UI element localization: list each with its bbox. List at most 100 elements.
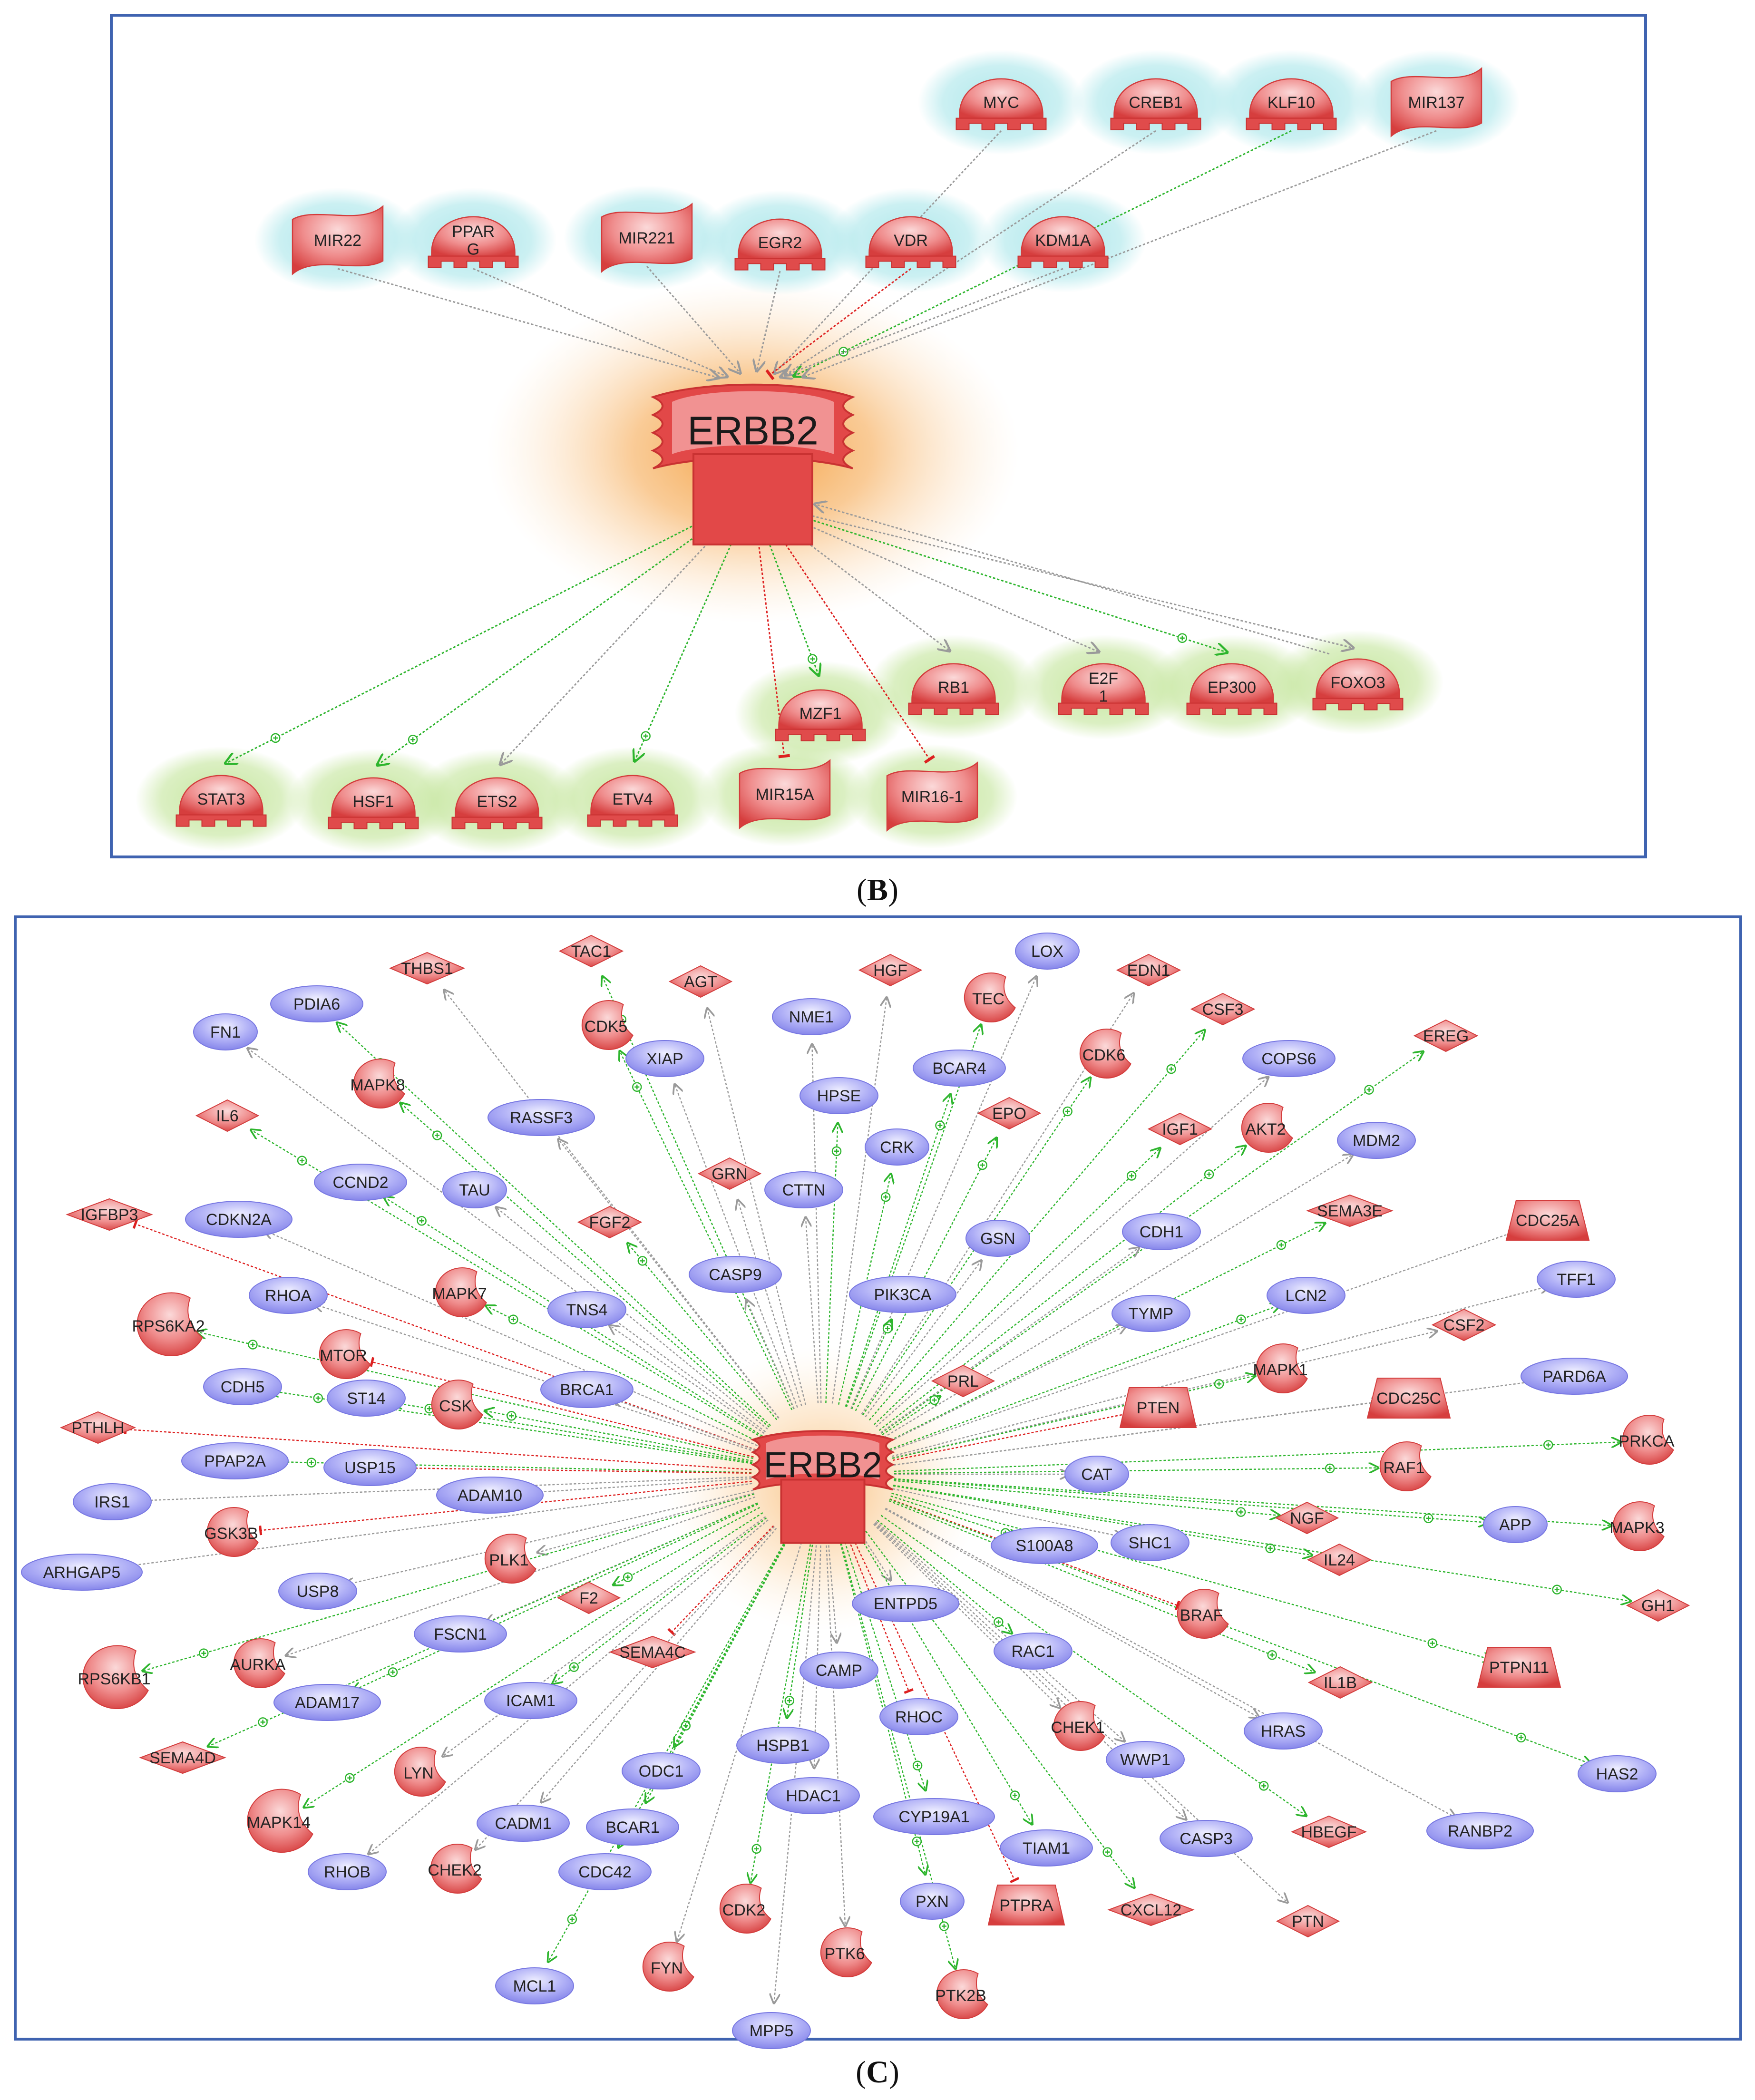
- node-app[interactable]: APP: [1483, 1506, 1548, 1543]
- node-ereg[interactable]: EREG: [1413, 1019, 1479, 1052]
- node-pdia6[interactable]: PDIA6: [270, 985, 363, 1022]
- node-prkca[interactable]: PRKCA: [1618, 1415, 1675, 1465]
- node-mzf1[interactable]: MZF1: [775, 689, 866, 741]
- node-adam17[interactable]: ADAM17: [273, 1684, 381, 1721]
- node-chek1[interactable]: CHEK1: [1051, 1701, 1105, 1751]
- node-arhgap5[interactable]: ARHGAP5: [21, 1554, 143, 1591]
- node-cadm1[interactable]: CADM1: [477, 1805, 570, 1842]
- node-lyn[interactable]: LYN: [394, 1747, 446, 1797]
- node-ccnd2[interactable]: CCND2: [314, 1164, 407, 1201]
- node-usp15[interactable]: USP15: [323, 1449, 417, 1486]
- node-tymp[interactable]: TYMP: [1112, 1295, 1190, 1332]
- node-ep300[interactable]: EP300: [1186, 663, 1277, 715]
- node-cat[interactable]: CAT: [1064, 1456, 1129, 1493]
- node-s100a8[interactable]: S100A8: [991, 1527, 1098, 1564]
- node-mir221[interactable]: MIR221: [601, 202, 693, 273]
- node-myc[interactable]: MYC: [956, 78, 1047, 130]
- node-igf1[interactable]: IGF1: [1147, 1112, 1213, 1146]
- node-brca1[interactable]: BRCA1: [540, 1371, 634, 1408]
- node-gsk3b[interactable]: GSK3B: [204, 1507, 259, 1557]
- node-tec[interactable]: TEC: [964, 972, 1016, 1022]
- node-casp3[interactable]: CASP3: [1160, 1820, 1253, 1857]
- node-kdm1a[interactable]: KDM1A: [1017, 216, 1109, 268]
- node-fscn1[interactable]: FSCN1: [414, 1615, 507, 1653]
- node-gh1[interactable]: GH1: [1626, 1589, 1690, 1622]
- node-hpse[interactable]: HPSE: [800, 1077, 878, 1114]
- node-adam10[interactable]: ADAM10: [436, 1477, 544, 1514]
- node-aurka[interactable]: AURKA: [230, 1638, 286, 1688]
- node-grn[interactable]: GRN: [697, 1157, 762, 1190]
- node-klf10[interactable]: KLF10: [1246, 78, 1337, 130]
- node-icam1[interactable]: ICAM1: [484, 1682, 577, 1719]
- node-ptpn11[interactable]: PTPN11: [1477, 1647, 1561, 1688]
- node-rhob[interactable]: RHOB: [308, 1853, 387, 1890]
- node-sema3e[interactable]: SEMA3E: [1306, 1194, 1394, 1227]
- node-fyn[interactable]: FYN: [642, 1942, 694, 1992]
- node-cyp19a1[interactable]: CYP19A1: [873, 1798, 995, 1835]
- node-lox[interactable]: LOX: [1015, 933, 1080, 970]
- node-vdr[interactable]: VDR: [865, 216, 956, 268]
- node-cdc25a[interactable]: CDC25A: [1505, 1200, 1590, 1241]
- node-sema4d[interactable]: SEMA4D: [139, 1741, 226, 1774]
- node-epo[interactable]: EPO: [977, 1097, 1042, 1130]
- node-pard6a[interactable]: PARD6A: [1521, 1358, 1628, 1395]
- node-lcn2[interactable]: LCN2: [1267, 1277, 1346, 1314]
- node-camp[interactable]: CAMP: [800, 1652, 878, 1689]
- node-creb1[interactable]: CREB1: [1110, 78, 1201, 130]
- node-cdk6[interactable]: CDK6: [1079, 1029, 1131, 1079]
- node-pik3ca[interactable]: PIK3CA: [849, 1276, 956, 1313]
- node-rps6kb1[interactable]: RPS6KB1: [78, 1645, 151, 1709]
- node-cxcl12[interactable]: CXCL12: [1107, 1893, 1195, 1926]
- node-cdk2[interactable]: CDK2: [719, 1884, 771, 1934]
- node-tiam1[interactable]: TIAM1: [1000, 1829, 1093, 1867]
- node-rhoa[interactable]: RHOA: [249, 1277, 328, 1314]
- node-akt2[interactable]: AKT2: [1241, 1103, 1293, 1153]
- node-cdh5[interactable]: CDH5: [203, 1368, 282, 1405]
- node-mapk3[interactable]: MAPK3: [1609, 1501, 1665, 1551]
- node-bcar1[interactable]: BCAR1: [586, 1808, 679, 1846]
- node-erbb2-panel-b[interactable]: ERBB2: [650, 383, 856, 545]
- node-usp8[interactable]: USP8: [278, 1573, 357, 1610]
- node-hsf1[interactable]: HSF1: [328, 777, 419, 829]
- node-tff1[interactable]: TFF1: [1537, 1261, 1616, 1298]
- node-hras[interactable]: HRAS: [1244, 1712, 1323, 1750]
- node-shc1[interactable]: SHC1: [1111, 1524, 1190, 1561]
- node-edn1[interactable]: EDN1: [1116, 953, 1181, 987]
- node-csf3[interactable]: CSF3: [1190, 992, 1256, 1026]
- node-stat3[interactable]: STAT3: [176, 775, 267, 827]
- node-egr2[interactable]: EGR2: [734, 218, 826, 271]
- node-hdac1[interactable]: HDAC1: [767, 1777, 860, 1814]
- node-thbs1[interactable]: THBS1: [389, 952, 466, 985]
- node-mcl1[interactable]: MCL1: [495, 1967, 574, 2004]
- node-odc1[interactable]: ODC1: [622, 1752, 701, 1789]
- node-csf2[interactable]: CSF2: [1431, 1308, 1497, 1342]
- node-rb1[interactable]: RB1: [908, 663, 999, 715]
- node-mapk7[interactable]: MAPK7: [432, 1267, 487, 1317]
- node-etv4[interactable]: ETV4: [587, 775, 678, 827]
- node-cdc25c[interactable]: CDC25C: [1366, 1378, 1451, 1419]
- node-ngf[interactable]: NGF: [1275, 1501, 1339, 1535]
- node-foxo3[interactable]: FOXO3: [1312, 658, 1404, 710]
- node-chek2[interactable]: CHEK2: [428, 1844, 482, 1894]
- node-rac1[interactable]: RAC1: [994, 1633, 1072, 1670]
- node-ptpra[interactable]: PTPRA: [987, 1885, 1065, 1925]
- node-rps6ka2[interactable]: RPS6KA2: [132, 1292, 205, 1356]
- node-cdc42[interactable]: CDC42: [558, 1853, 652, 1890]
- node-braf[interactable]: BRAF: [1177, 1589, 1229, 1639]
- node-bcar4[interactable]: BCAR4: [913, 1050, 1006, 1087]
- node-cdh1[interactable]: CDH1: [1122, 1213, 1201, 1250]
- node-hspb1[interactable]: HSPB1: [736, 1727, 829, 1764]
- node-wwp1[interactable]: WWP1: [1106, 1741, 1185, 1778]
- node-pthlh[interactable]: PTHLH: [59, 1411, 136, 1444]
- node-cdkn2a[interactable]: CDKN2A: [185, 1201, 292, 1238]
- node-il24[interactable]: IL24: [1306, 1543, 1372, 1576]
- node-csk[interactable]: CSK: [431, 1380, 483, 1429]
- node-tac1[interactable]: TAC1: [558, 934, 624, 968]
- node-ranbp2[interactable]: RANBP2: [1426, 1812, 1534, 1849]
- node-fgf2[interactable]: FGF2: [577, 1206, 643, 1239]
- node-rhoc[interactable]: RHOC: [879, 1698, 958, 1735]
- node-plk1[interactable]: PLK1: [484, 1534, 536, 1584]
- node-pten[interactable]: PTEN: [1119, 1387, 1197, 1428]
